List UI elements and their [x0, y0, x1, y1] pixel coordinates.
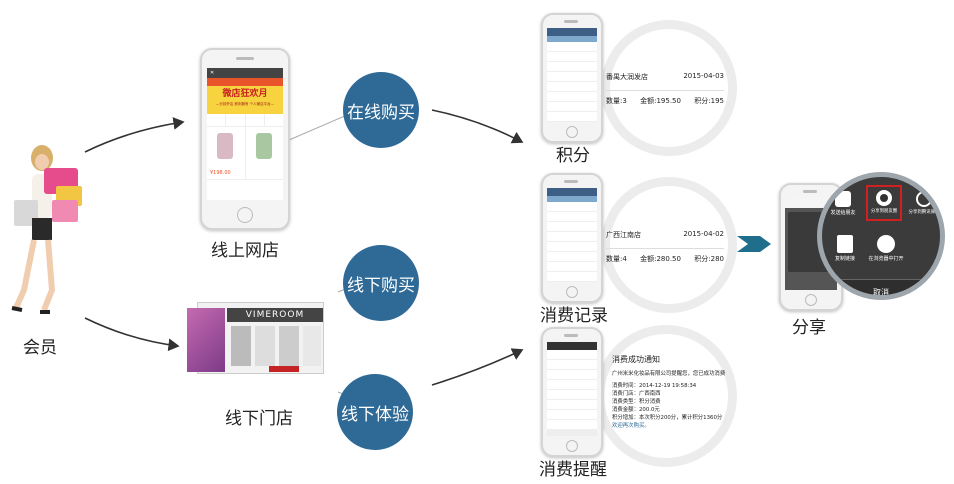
home-button — [566, 286, 578, 298]
offline-buy-circle: 线下购买 — [343, 245, 419, 321]
record-bubble — [601, 177, 737, 313]
notice-type: 消费类型：积分消费 — [612, 399, 661, 405]
notice-time: 消费时间：2014-12-19 19:58:34 — [612, 383, 697, 389]
points-date: 2015-04-03 — [683, 72, 724, 80]
points-detail-card: 番禺大润发店 2015-04-03 数量:3 金额:195.50 积分:195 — [606, 72, 724, 106]
points-amount: 金额:195.50 — [640, 97, 681, 105]
notice-store: 消费门店：广西南西 — [612, 391, 661, 397]
cancel-label: 取消 — [873, 288, 889, 297]
online-store-screen: ✕ 微店狂欢月 —分钟开店 即刻拥有 个人微店平台— ¥198.00 — [207, 68, 283, 200]
copy-link-icon — [837, 235, 853, 253]
reminder-bubble — [595, 325, 737, 467]
moments-icon — [876, 190, 892, 206]
arrow-offline-to-remind — [431, 348, 524, 386]
points-screen — [547, 28, 597, 122]
banner-subtitle: —分钟开店 即刻拥有 个人微店平台— — [215, 102, 275, 106]
share-moments-label: 分享到朋友圈 — [870, 209, 898, 214]
notice-greeting: 广州米米化妆品有限公司提醒您，您已成功消费 — [612, 371, 726, 377]
share-friends-label: 发送给朋友 — [830, 210, 856, 216]
home-button — [566, 440, 578, 452]
online-store-phone: ✕ 微店狂欢月 —分钟开店 即刻拥有 个人微店平台— ¥198.00 — [200, 48, 290, 230]
notice-points: 积分增加：本次积分200分，累计积分1360分 — [612, 415, 723, 421]
notice-card: 消费成功通知 广州米米化妆品有限公司提醒您，您已成功消费 消费时间：2014-1… — [612, 356, 728, 430]
open-browser-label: 在浏览器中打开 — [868, 256, 904, 262]
reminder-screen — [547, 342, 597, 436]
share-weibo-item[interactable]: 分享到腾讯微博 — [906, 191, 940, 215]
record-amount: 金额:280.50 — [640, 255, 681, 263]
notice-title: 消费成功通知 — [612, 355, 660, 364]
product-price: ¥198.00 — [210, 170, 231, 176]
offline-experience-circle: 线下体验 — [337, 374, 413, 450]
home-button — [237, 207, 253, 223]
share-zoom-circle: 发送给朋友 分享到朋友圈 分享到腾讯微博 复制链接 在浏览器中打开 取消 — [817, 172, 945, 300]
globe-icon — [877, 235, 895, 253]
points-quantity: 数量:3 — [606, 97, 627, 105]
cancel-button[interactable]: 取消 — [822, 279, 940, 297]
notice-amount: 消费金额：200.0元 — [612, 407, 660, 413]
record-store: 广西江南店 — [606, 231, 641, 239]
arrow-member-online — [84, 117, 185, 153]
record-screen — [547, 188, 597, 282]
record-detail-card: 广西江南店 2015-04-02 数量:4 金额:280.50 积分:280 — [606, 230, 724, 264]
record-quantity: 数量:4 — [606, 255, 627, 263]
store-banner: 微店狂欢月 —分钟开店 即刻拥有 个人微店平台— — [207, 86, 283, 114]
share-chevron-arrow — [737, 236, 771, 252]
arrow-member-offline — [84, 317, 180, 352]
points-phone — [541, 13, 603, 143]
online-store-label: 线上网店 — [211, 241, 279, 261]
points-label: 积分 — [556, 146, 590, 166]
member-illustration — [11, 145, 82, 314]
points-points: 积分:195 — [694, 97, 724, 105]
home-button — [566, 126, 578, 138]
reminder-phone — [541, 327, 603, 457]
record-points: 积分:280 — [694, 255, 724, 263]
shop-sign: VIMEROOM — [227, 308, 323, 322]
open-browser-item[interactable]: 在浏览器中打开 — [866, 235, 906, 262]
consume-record-label: 消费记录 — [540, 306, 608, 326]
copy-link-label: 复制链接 — [834, 256, 855, 262]
points-bubble — [601, 20, 737, 156]
copy-link-item[interactable]: 复制链接 — [828, 235, 862, 262]
arrow-online-to-points — [431, 109, 524, 144]
consume-remind-label: 消费提醒 — [539, 460, 607, 480]
points-store: 番禺大润发店 — [606, 73, 648, 81]
member-label: 会员 — [23, 338, 57, 358]
offline-store-label: 线下门店 — [225, 409, 293, 429]
offline-store-picture: VIMEROOM — [187, 302, 337, 374]
notice-welcome: 欢迎再次购买。 — [612, 423, 650, 429]
share-label: 分享 — [792, 318, 826, 338]
banner-title: 微店狂欢月 — [222, 89, 268, 99]
record-date: 2015-04-02 — [683, 230, 724, 238]
share-friends-item[interactable]: 发送给朋友 — [826, 191, 860, 216]
share-moments-item[interactable]: 分享到朋友圈 — [866, 185, 902, 221]
share-weibo-label: 分享到腾讯微博 — [908, 210, 940, 215]
online-buy-circle: 在线购买 — [343, 72, 419, 148]
home-button — [805, 294, 817, 306]
record-phone — [541, 173, 603, 303]
